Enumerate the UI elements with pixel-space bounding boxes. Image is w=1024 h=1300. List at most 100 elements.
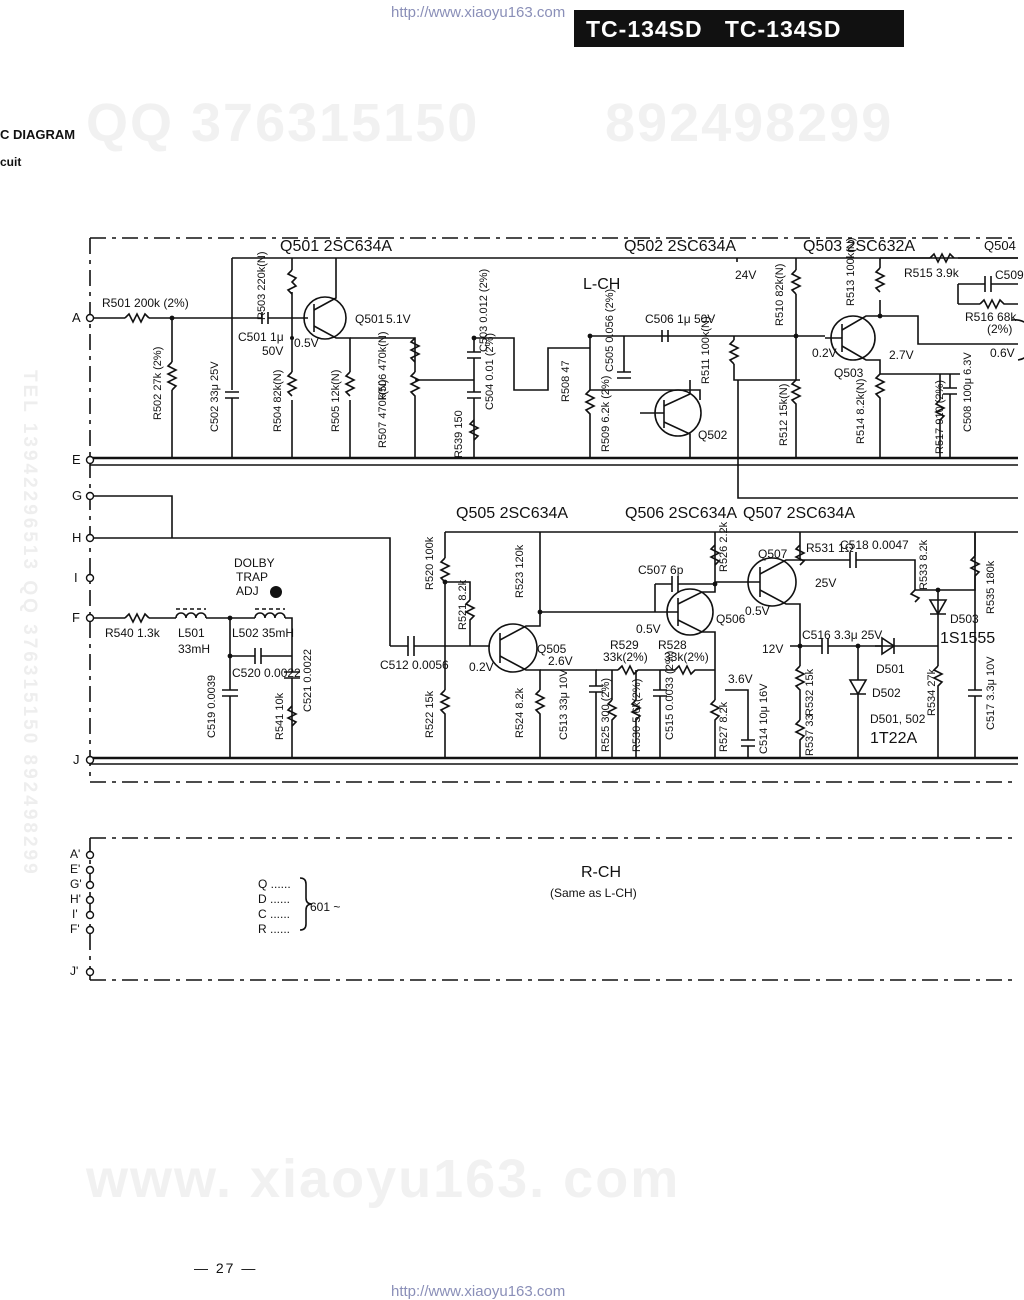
label-q503-tag: Q503 bbox=[834, 366, 864, 380]
voltage-q507: 25V bbox=[815, 576, 837, 590]
label-dolby: DOLBY bbox=[234, 556, 275, 570]
pin-a: A bbox=[72, 310, 81, 325]
top-url[interactable]: http://www.xiaoyu163.com bbox=[391, 4, 566, 21]
bottom-url[interactable]: http://www.xiaoyu163.com bbox=[391, 1283, 566, 1300]
label-c520: C520 0.0022 bbox=[232, 666, 301, 680]
label-c517: C517 3.3μ 10V bbox=[985, 656, 997, 730]
label-adj: ADJ bbox=[236, 584, 259, 598]
label-r522: R522 15k bbox=[424, 690, 436, 738]
label-c519: C519 0.0039 bbox=[206, 675, 218, 738]
model-name-2: TC-134SD bbox=[724, 16, 842, 42]
label-q502-tag: Q502 bbox=[698, 428, 728, 442]
label-r523: R523 120k bbox=[514, 544, 526, 598]
label-r502: R502 27k (2%) bbox=[152, 346, 164, 420]
label-r540: R540 1.3k bbox=[105, 626, 160, 640]
label-r521: R521 8.2k bbox=[457, 579, 469, 630]
label-r527: R527 8.2k bbox=[718, 701, 730, 752]
label-c509: C509 bbox=[995, 268, 1024, 282]
label-c514: C514 10μ 16V bbox=[758, 683, 770, 754]
channel-right-note: (Same as L-CH) bbox=[550, 886, 637, 900]
pin-h: H bbox=[72, 530, 82, 545]
label-r525: R525 300 (2%) bbox=[600, 678, 612, 752]
label-q501-tag: Q501 bbox=[355, 312, 385, 326]
label-r533: R533 8.2k bbox=[918, 539, 930, 590]
label-l502: L502 35mH bbox=[232, 626, 295, 640]
label-c518: C518 0.0047 bbox=[840, 538, 909, 552]
label-q504: Q504 bbox=[984, 238, 1016, 253]
pin-g-prime: G' bbox=[70, 877, 82, 891]
label-l501: L501 bbox=[178, 626, 205, 640]
pin-h-prime: H' bbox=[70, 892, 81, 906]
rch-map-d: D ...... bbox=[258, 892, 291, 906]
label-r515: R515 3.9k bbox=[904, 266, 959, 280]
label-d501-502: D501, 502 bbox=[870, 712, 926, 726]
diagram-title: C DIAGRAM bbox=[0, 127, 76, 142]
label-r528-v: 33k(2%) bbox=[664, 650, 709, 664]
label-c508: C508 100μ 6.3V bbox=[962, 352, 974, 432]
label-r511: R511 100k(N) bbox=[700, 316, 712, 384]
label-r507: R507 470k(N) bbox=[377, 379, 389, 448]
label-r532: R532 15k bbox=[804, 668, 816, 716]
label-r531: R531 1Ω bbox=[806, 541, 854, 555]
label-q505-tag: Q505 bbox=[537, 642, 567, 656]
label-q503: Q503 2SC632A bbox=[803, 238, 916, 255]
label-r528: R528 bbox=[658, 638, 687, 652]
label-r537: R537 33 bbox=[804, 714, 816, 756]
label-q506-tag: Q506 bbox=[716, 612, 746, 626]
label-c521: C521 0.0022 bbox=[302, 649, 314, 712]
label-r501: R501 200k (2%) bbox=[102, 296, 189, 310]
pin-i: I bbox=[74, 570, 78, 585]
label-d503: D503 bbox=[950, 612, 979, 626]
label-r503: R503 220k(N) bbox=[256, 251, 268, 320]
label-q507: Q507 2SC634A bbox=[743, 505, 856, 522]
label-c506: C506 1μ 50V bbox=[645, 312, 716, 326]
pin-g: G bbox=[72, 488, 83, 503]
pin-e: E bbox=[72, 452, 81, 467]
label-q501: Q501 2SC634A bbox=[280, 238, 393, 255]
voltage-q501-emitter: 0.5V bbox=[294, 336, 319, 350]
voltage-q503-base: 0.2V bbox=[812, 346, 837, 360]
rch-map-r: R ...... bbox=[258, 922, 291, 936]
label-r524: R524 8.2k bbox=[514, 687, 526, 738]
rch-map-q: Q ...... bbox=[258, 877, 291, 891]
label-c513: C513 33μ 10V bbox=[558, 669, 570, 740]
label-r541: R541 10k bbox=[274, 692, 286, 740]
channel-left: L-CH bbox=[583, 276, 621, 293]
label-r529: R529 bbox=[610, 638, 639, 652]
label-c512: C512 0.0056 bbox=[380, 658, 449, 672]
label-q502: Q502 2SC634A bbox=[624, 238, 737, 255]
pin-j: J bbox=[73, 752, 80, 767]
voltage-q505-base: 0.2V bbox=[469, 660, 494, 674]
pin-e-prime: E' bbox=[70, 862, 81, 876]
label-r516: R516 68k bbox=[965, 310, 1017, 324]
rch-map-target: 601 ~ bbox=[310, 900, 341, 914]
label-d501: D501 bbox=[876, 662, 905, 676]
pin-a-prime: A' bbox=[70, 847, 81, 861]
voltage-q506-base: 0.5V bbox=[636, 622, 661, 636]
voltage-3v6: 3.6V bbox=[728, 672, 753, 686]
label-r535: R535 180k bbox=[985, 560, 997, 614]
rch-map-c: C ...... bbox=[258, 907, 291, 921]
label-q506: Q506 2SC634A bbox=[625, 505, 738, 522]
voltage-q503-emitter: 2.7V bbox=[889, 348, 914, 362]
pin-i-prime: I' bbox=[72, 907, 78, 921]
label-d501-part: 1T22A bbox=[870, 730, 918, 747]
label-r539: R539 150 bbox=[453, 410, 465, 458]
voltage-q504: 0.6V bbox=[990, 346, 1015, 360]
label-c504: C504 0.01 (2%) bbox=[484, 332, 496, 410]
watermark-qq-left: QQ 376315150 bbox=[86, 93, 480, 153]
label-q507-tag: Q507 bbox=[758, 547, 788, 561]
label-c507: C507 6p bbox=[638, 563, 684, 577]
label-r504: R504 82k(N) bbox=[272, 369, 284, 432]
label-c505: C505 0.056 (2%) bbox=[604, 288, 616, 372]
pin-f: F bbox=[72, 610, 80, 625]
label-r509: R509 6.2k (2%) bbox=[600, 375, 612, 452]
label-q505: Q505 2SC634A bbox=[456, 505, 569, 522]
watermark-site: www. xiaoyu163. com bbox=[86, 1149, 681, 1209]
watermark-qq-right: 892498299 bbox=[605, 93, 894, 153]
label-r517: R517 910 (2%) bbox=[934, 380, 946, 454]
label-r529-v: 33k(2%) bbox=[603, 650, 648, 664]
label-r510: R510 82k(N) bbox=[774, 263, 786, 326]
label-l501-v: 33mH bbox=[178, 642, 211, 656]
voltage-12v: 12V bbox=[762, 642, 784, 656]
